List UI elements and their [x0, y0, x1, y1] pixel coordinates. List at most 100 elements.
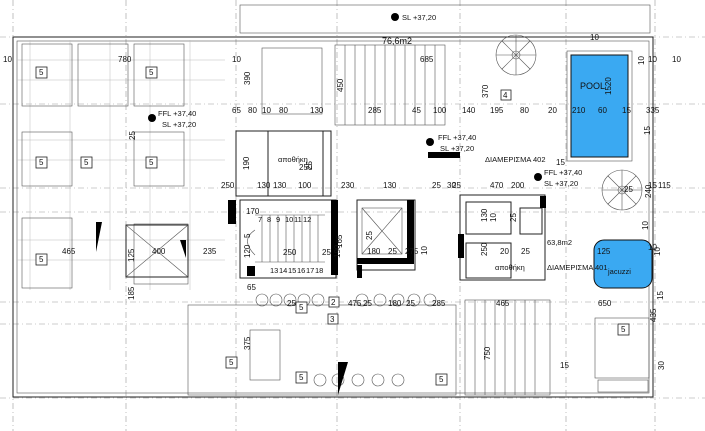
dimension-label: 25: [624, 185, 633, 194]
jacuzzi: jacuzzi: [593, 239, 653, 289]
dimension-label: 80: [248, 106, 257, 115]
mark-2-box: [328, 296, 340, 308]
dimension-label: 650: [598, 299, 612, 308]
dimension-label: 30: [657, 361, 666, 370]
stair-step-number: 10: [285, 215, 293, 224]
room-tag-box: [80, 156, 93, 169]
dimension-label: 15: [622, 106, 631, 115]
dimension-label: 130: [383, 181, 397, 190]
dimension-label: 250: [299, 163, 313, 172]
dimension-label: 25: [432, 181, 441, 190]
dimension-label: 65: [247, 283, 256, 292]
room-tag: 5: [39, 255, 44, 264]
dimension-label: 25: [365, 231, 374, 240]
dimension-label: 475: [348, 299, 362, 308]
stair-step-number: 15: [288, 266, 296, 275]
room-tag: 5: [621, 325, 626, 334]
dimension-label: 10: [590, 33, 599, 42]
dimension-label: 130: [273, 181, 287, 190]
room-tag-box: [35, 156, 48, 169]
dimension-label: 235: [203, 247, 217, 256]
dimension-label: 25: [322, 248, 331, 257]
dimension-label: 185: [127, 286, 136, 300]
dimension-label: 125: [127, 248, 136, 262]
dimension-label: 195: [490, 106, 504, 115]
dimension-label: 285: [368, 106, 382, 115]
room-tag: 5: [149, 158, 154, 167]
dimension-label: 370: [481, 84, 490, 98]
top-stairs: [261, 44, 446, 126]
dimension-label: 240: [644, 184, 653, 198]
dimension-label: 750: [483, 346, 492, 360]
dimension-label: 130: [480, 208, 489, 222]
dimension-label: 15: [648, 181, 657, 190]
dimension-label: 20: [500, 247, 509, 256]
dimension-label: 335: [646, 106, 660, 115]
apt-401-label: ΔΙΑΜΕΡΙΣΜΑ 401: [547, 263, 608, 272]
dimension-label: 250: [283, 248, 297, 257]
room-tag-box: [35, 66, 48, 79]
dimension-label: 190: [242, 156, 251, 170]
room-tag: 5: [299, 303, 304, 312]
dimension-label: 80: [520, 106, 529, 115]
dimension-label: 125: [597, 247, 611, 256]
dimension-label: 15: [556, 158, 565, 167]
dimension-label: 250: [221, 181, 235, 190]
dimension-label: 10: [637, 56, 646, 65]
room-tag-box: [145, 66, 158, 79]
dimension-label: 25: [287, 299, 296, 308]
dimension-label: 25: [305, 161, 314, 170]
stair-step-number: 8: [267, 215, 271, 224]
dimension-label: 390: [243, 71, 252, 85]
room-tag: 5: [439, 375, 444, 384]
ffl-left: FFL +37,40: [158, 109, 196, 118]
mark-4: 4: [503, 91, 508, 100]
room-tag: 5: [39, 158, 44, 167]
elevator-shaft: [361, 207, 403, 255]
dimension-label: 190: [333, 244, 342, 258]
dimension-label: 25: [363, 299, 372, 308]
dimension-label: 10: [420, 246, 429, 255]
room-tag-box: [617, 323, 630, 336]
bottom-stools: [187, 293, 457, 396]
dimension-label: 450: [336, 78, 345, 92]
stair-step-number: 12: [303, 215, 311, 224]
dimension-label: 10: [3, 55, 12, 64]
room-tag-box: [295, 371, 308, 384]
dimension-label: 20: [548, 106, 557, 115]
dimension-label: 115: [658, 181, 671, 190]
stair-step-number: 18: [315, 266, 323, 275]
stair-step-number: 11: [294, 215, 302, 224]
spiral-stair-right: [601, 169, 643, 211]
stair-step-number: 7: [258, 215, 262, 224]
dimension-label: 285: [432, 299, 446, 308]
room-tag-box: [295, 301, 308, 314]
room-tag: 5: [39, 68, 44, 77]
dimension-label: 30: [447, 181, 456, 190]
bottom-right-stairs: [464, 299, 650, 396]
dimension-label: 80: [279, 106, 288, 115]
dimension-label: 10: [648, 55, 657, 64]
dimension-label: 275: [405, 247, 419, 256]
pool-label: POOL: [580, 81, 605, 91]
dimension-label: 10: [262, 106, 271, 115]
room-tag-box: [225, 356, 238, 369]
dimension-label: 25: [128, 131, 137, 140]
room-tag-box: [145, 156, 158, 169]
ffl-mid: FFL +37,40: [438, 133, 476, 142]
left-terrace-hatch: [17, 40, 225, 290]
dimension-label: 45: [412, 106, 421, 115]
mark-4-box: [500, 89, 512, 101]
stair-step-number: 13: [270, 266, 278, 275]
dimension-label: 1520: [604, 77, 613, 95]
dimension-label: 165: [335, 234, 344, 248]
core-stair: [247, 214, 325, 263]
dimension-label: 120: [243, 244, 252, 258]
dimension-label: 780: [118, 55, 132, 64]
room-tag-box: [35, 253, 48, 266]
dimension-label: 10: [648, 243, 657, 252]
